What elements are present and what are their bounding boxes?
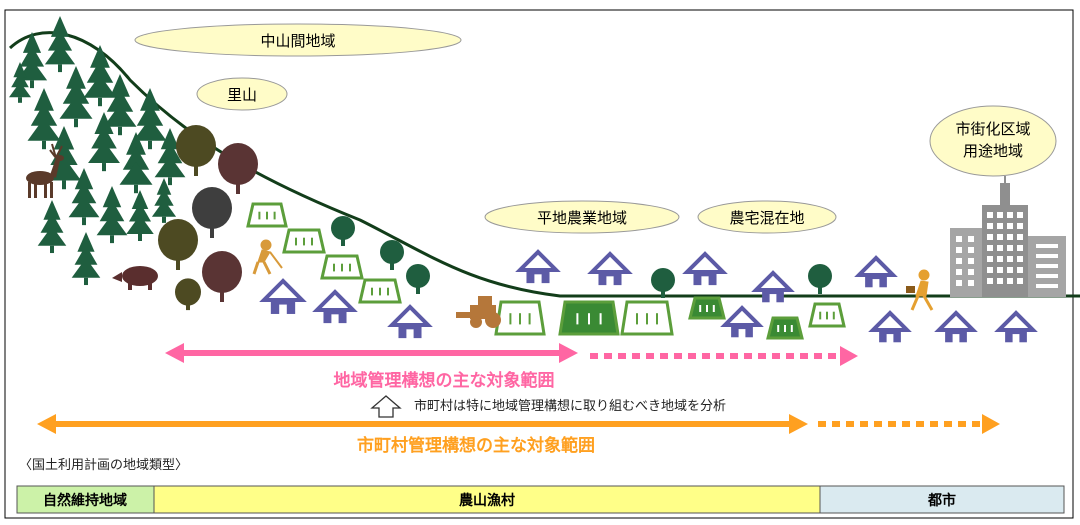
- segment-rural: [153, 485, 821, 514]
- classification-bar: 自然維持地域 農山漁村 都市: [16, 485, 1065, 514]
- broadleaf-tree-icon: [175, 278, 201, 311]
- pine-tree-icon: [133, 88, 167, 150]
- house-icon: [259, 278, 307, 316]
- walking-person-icon: [906, 269, 934, 311]
- farmer-icon: [252, 239, 283, 275]
- pine-tree-icon: [27, 88, 61, 150]
- house-icon: [854, 255, 898, 289]
- pine-tree-icon: [119, 132, 153, 194]
- farm-field-icon: [358, 278, 402, 304]
- small-tree-icon: [651, 268, 675, 298]
- satoyama-trees: [158, 125, 258, 311]
- regional-range-arrow: [165, 343, 858, 366]
- analysis-note: 市町村は特に地域管理構想に取り組むべき地域を分析: [414, 398, 726, 414]
- house-icon: [682, 251, 728, 287]
- pine-tree-icon: [37, 200, 67, 254]
- house-icon: [994, 310, 1038, 344]
- pine-tree-icon: [68, 168, 100, 226]
- segment-urban-label: 都市: [927, 492, 956, 509]
- farm-fields: [246, 202, 846, 340]
- pine-tree-icon: [44, 16, 76, 73]
- broadleaf-tree-icon: [192, 187, 232, 238]
- label-shigaika-line1: 市街化区域: [955, 120, 1030, 138]
- label-shigaika: 市街化区域 用途地域: [929, 105, 1057, 177]
- label-satoyama: 里山: [196, 77, 288, 111]
- label-shigaika-line2: 用途地域: [963, 142, 1023, 160]
- boar-icon: [112, 266, 158, 290]
- label-chusankan-text: 中山間地域: [260, 32, 335, 50]
- farm-field-icon: [246, 202, 288, 228]
- pine-tree-icon: [88, 112, 120, 172]
- pine-tree-icon: [9, 62, 31, 103]
- house-icon: [751, 270, 795, 304]
- farm-field-icon: [688, 296, 726, 320]
- pine-tree-icon: [59, 66, 93, 128]
- house-icon: [387, 304, 433, 340]
- note-up-arrow-icon: [370, 395, 402, 418]
- pine-forest: [9, 16, 186, 286]
- house-icon: [515, 249, 561, 285]
- label-heichi-text: 平地農業地域: [537, 209, 627, 227]
- house-icon: [868, 310, 912, 344]
- pine-tree-icon: [103, 74, 137, 136]
- farm-field-icon: [320, 254, 364, 280]
- small-tree-icon: [380, 240, 404, 270]
- farm-field-icon: [766, 316, 804, 340]
- label-chusankan: 中山間地域: [134, 23, 462, 57]
- frame: [4, 9, 1074, 519]
- broadleaf-tree-icon: [218, 143, 258, 194]
- deer-icon: [26, 143, 64, 198]
- office-building-icon: [950, 176, 1066, 297]
- houses: [259, 249, 1038, 344]
- farm-field-icon: [808, 302, 846, 328]
- pine-tree-icon: [151, 178, 177, 223]
- pine-tree-icon: [154, 128, 186, 186]
- broadleaf-tree-icon: [202, 251, 242, 302]
- segment-nature-label: 自然維持地域: [43, 492, 127, 509]
- pine-tree-icon: [126, 190, 154, 241]
- small-tree-icon: [406, 264, 430, 294]
- farm-field-icon: [494, 300, 546, 336]
- label-satoyama-text: 里山: [227, 86, 257, 104]
- segment-nature: [16, 485, 155, 514]
- segment-rural-label: 農山漁村: [459, 492, 515, 509]
- farm-field-icon: [620, 300, 674, 336]
- label-heichi: 平地農業地域: [484, 200, 680, 234]
- segment-urban: [819, 485, 1065, 514]
- classification-heading: 〈国土利用計画の地域類型〉: [19, 457, 188, 473]
- farm-field-icon: [282, 228, 326, 254]
- small-trees: [331, 216, 832, 298]
- small-tree-icon: [808, 264, 832, 294]
- regional-range-label: 地域管理構想の主な対象範囲: [334, 370, 555, 391]
- house-icon: [587, 251, 633, 287]
- house-icon: [312, 289, 358, 325]
- municipal-range-arrow: [37, 414, 1000, 434]
- municipal-range-label: 市町村管理構想の主な対象範囲: [357, 435, 595, 456]
- pine-tree-icon: [83, 45, 117, 107]
- house-icon: [720, 305, 764, 339]
- farm-field-icon: [558, 300, 620, 336]
- broadleaf-tree-icon: [176, 125, 216, 176]
- broadleaf-tree-icon: [158, 219, 198, 270]
- tractor-icon: [456, 296, 501, 328]
- label-noutaku-text: 農宅混在地: [729, 209, 804, 227]
- pine-tree-icon: [71, 232, 101, 286]
- label-noutaku: 農宅混在地: [697, 200, 837, 234]
- pine-tree-icon: [96, 186, 128, 244]
- house-icon: [934, 310, 978, 344]
- small-tree-icon: [331, 216, 355, 246]
